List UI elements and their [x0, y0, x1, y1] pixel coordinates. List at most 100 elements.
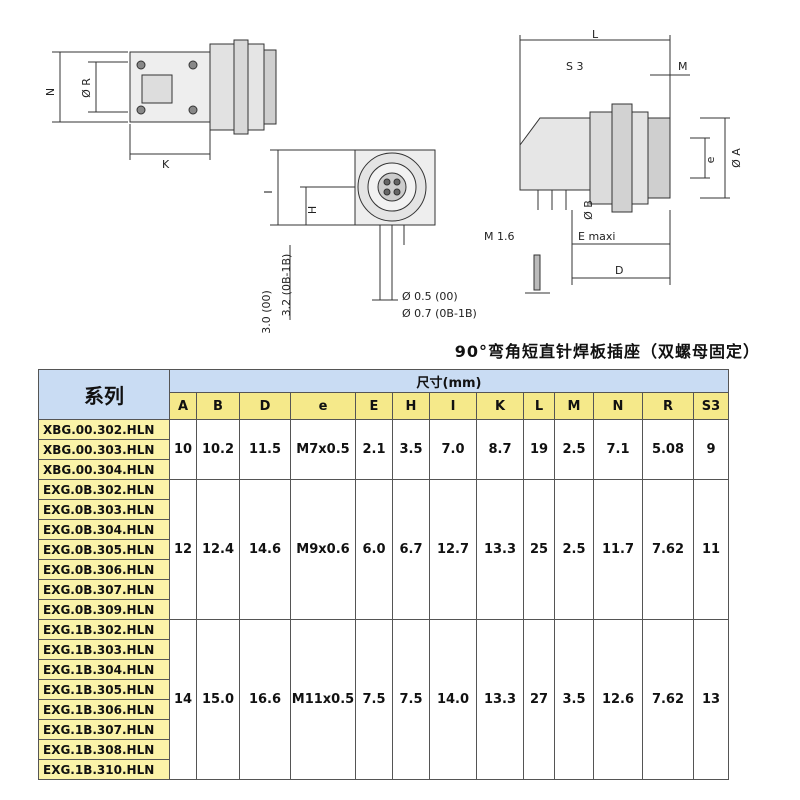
unit-header: 尺寸(mm): [169, 369, 729, 393]
value-cell-e: M9x0.6: [290, 479, 356, 620]
value-cell-m: 3.5: [554, 619, 594, 780]
model-cell: EXG.0B.309.HLN: [38, 599, 170, 620]
technical-drawings: N Ø R K I H 3.0 (00) 3.2 (0B-1B) Ø 0.5 (…: [44, 28, 743, 334]
value-cell-s3: 13: [693, 619, 729, 780]
value-cell-h: 6.7: [392, 479, 430, 620]
column-header-a: A: [169, 392, 197, 420]
value-cell-a: 12: [169, 479, 197, 620]
value-cell-h: 7.5: [392, 619, 430, 780]
model-cell: XBG.00.302.HLN: [38, 419, 170, 440]
value-cell-k: 8.7: [476, 419, 524, 480]
table-row: EXG.1B.304.HLN: [38, 659, 729, 680]
value-cell-d: 11.5: [239, 419, 291, 480]
dim-label-n: N: [44, 88, 57, 96]
dim-label-i: I: [262, 190, 275, 193]
value-cell-n: 11.7: [593, 479, 643, 620]
dim-label-m: M: [678, 60, 688, 73]
value-cell-l: 27: [523, 619, 555, 780]
dim-label-3-0: 3.0 (00): [260, 290, 273, 334]
model-cell: EXG.1B.310.HLN: [38, 759, 170, 780]
dim-label-h: H: [306, 206, 319, 214]
rear-view-drawing: [52, 39, 277, 160]
dim-label-s3: S 3: [566, 60, 583, 73]
value-cell-m: 2.5: [554, 479, 594, 620]
dim-label-b: Ø B: [582, 200, 595, 220]
dim-label-pin-00: Ø 0.5 (00): [402, 290, 458, 303]
model-cell: EXG.1B.302.HLN: [38, 619, 170, 640]
value-cell-b: 12.4: [196, 479, 240, 620]
value-cell-e: M11x0.5: [290, 619, 356, 780]
table-row: EXG.1B.305.HLN: [38, 679, 729, 700]
table-row: EXG.1B.303.HLN: [38, 639, 729, 660]
model-cell: XBG.00.303.HLN: [38, 439, 170, 460]
column-header-h: H: [392, 392, 430, 420]
table-row: XBG.00.303.HLN: [38, 439, 729, 460]
value-cell-l: 25: [523, 479, 555, 620]
table-row: EXG.0B.307.HLN: [38, 579, 729, 600]
model-cell: EXG.0B.307.HLN: [38, 579, 170, 600]
value-cell-b: 10.2: [196, 419, 240, 480]
value-cell-l: 19: [523, 419, 555, 480]
model-cell: EXG.1B.303.HLN: [38, 639, 170, 660]
value-cell-r: 7.62: [642, 619, 694, 780]
value-cell-k: 13.3: [476, 479, 524, 620]
value-cell-e: 2.1: [355, 419, 393, 480]
value-cell-e: 7.5: [355, 619, 393, 780]
table-row: EXG.1B.306.HLN: [38, 699, 729, 720]
dim-label-d: D: [615, 264, 623, 277]
value-cell-d: 14.6: [239, 479, 291, 620]
value-cell-n: 12.6: [593, 619, 643, 780]
column-header-n: N: [593, 392, 643, 420]
value-cell-i: 12.7: [429, 479, 477, 620]
value-cell-e: 6.0: [355, 479, 393, 620]
column-header-d: D: [239, 392, 291, 420]
value-cell-s3: 11: [693, 479, 729, 620]
column-header-i: I: [429, 392, 477, 420]
model-cell: EXG.0B.302.HLN: [38, 479, 170, 500]
column-header-l: L: [523, 392, 555, 420]
value-cell-n: 7.1: [593, 419, 643, 480]
column-header-b: B: [196, 392, 240, 420]
table-row: EXG.1B.310.HLN: [38, 759, 729, 780]
table-row: EXG.0B.309.HLN: [38, 599, 729, 620]
model-cell: EXG.1B.305.HLN: [38, 679, 170, 700]
dim-label-m16: M 1.6: [484, 230, 514, 243]
series-header: 系列: [38, 369, 170, 420]
model-cell: EXG.1B.308.HLN: [38, 739, 170, 760]
dim-label-k: K: [162, 158, 170, 171]
table-row: EXG.1B.307.HLN: [38, 719, 729, 740]
value-cell-d: 16.6: [239, 619, 291, 780]
dim-label-e-maxi: E maxi: [578, 230, 615, 243]
model-cell: EXG.0B.304.HLN: [38, 519, 170, 540]
model-cell: EXG.1B.306.HLN: [38, 699, 170, 720]
model-cell: EXG.1B.304.HLN: [38, 659, 170, 680]
model-cell: EXG.0B.306.HLN: [38, 559, 170, 580]
table-row: EXG.0B.304.HLN: [38, 519, 729, 540]
dim-label-r: Ø R: [80, 78, 93, 98]
column-header-e: e: [290, 392, 356, 420]
value-cell-s3: 9: [693, 419, 729, 480]
value-cell-r: 5.08: [642, 419, 694, 480]
model-cell: EXG.0B.303.HLN: [38, 499, 170, 520]
model-cell: EXG.0B.305.HLN: [38, 539, 170, 560]
dim-label-l: L: [592, 28, 599, 41]
value-cell-a: 14: [169, 619, 197, 780]
value-cell-i: 7.0: [429, 419, 477, 480]
value-cell-k: 13.3: [476, 619, 524, 780]
side-view-drawing: [519, 35, 730, 294]
column-header-m: M: [554, 392, 594, 420]
dim-label-e-lower: e: [704, 156, 717, 163]
value-cell-h: 3.5: [392, 419, 430, 480]
dim-label-3-2: 3.2 (0B-1B): [280, 254, 293, 317]
value-cell-e: M7x0.5: [290, 419, 356, 480]
page-title: 90°弯角短直针焊板插座（双螺母固定）: [454, 342, 760, 361]
column-header-s3: S3: [693, 392, 729, 420]
value-cell-i: 14.0: [429, 619, 477, 780]
table-row: XBG.00.304.HLN: [38, 459, 729, 480]
value-cell-b: 15.0: [196, 619, 240, 780]
column-header-e: E: [355, 392, 393, 420]
